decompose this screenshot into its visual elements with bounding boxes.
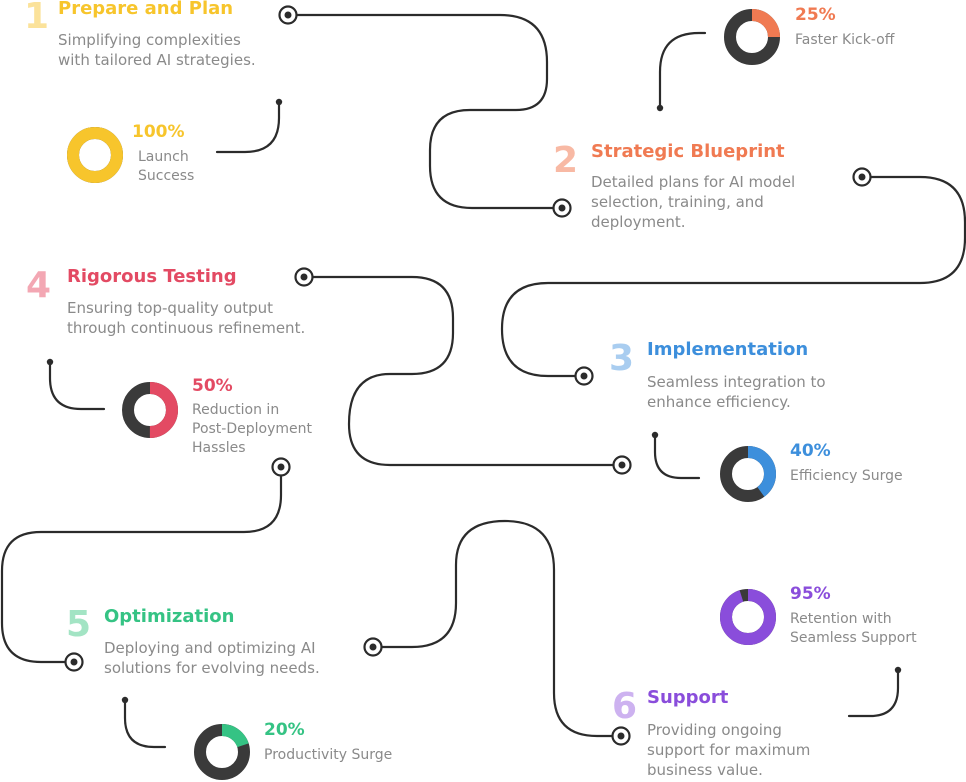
step-title: Implementation bbox=[647, 339, 809, 360]
description-line: with tailored AI strategies. bbox=[58, 51, 256, 69]
step-number: 5 bbox=[66, 604, 92, 645]
branch-end-dot bbox=[651, 431, 659, 439]
donut-chart-2 bbox=[724, 9, 780, 65]
stat-label-line: Retention with bbox=[790, 611, 892, 627]
step-number: 4 bbox=[26, 265, 52, 306]
description-line: support for maximum bbox=[647, 741, 811, 759]
step-description: Ensuring top-quality output through conti… bbox=[67, 298, 367, 338]
branch-end-dot bbox=[275, 98, 283, 106]
description-line: Providing ongoing bbox=[647, 721, 782, 739]
description-line: deployment. bbox=[591, 213, 686, 231]
stat-value: 25% bbox=[795, 5, 836, 25]
stat-label-line: Reduction in bbox=[192, 402, 280, 418]
description-line: selection, training, and bbox=[591, 193, 764, 211]
stat-label: Faster Kick-off bbox=[795, 31, 894, 50]
stat-value: 95% bbox=[790, 584, 831, 604]
donut-chart-3 bbox=[720, 446, 776, 502]
path-node bbox=[612, 455, 632, 475]
donut-fill bbox=[724, 9, 780, 65]
connector-1-2 bbox=[286, 13, 564, 210]
description-line: solutions for evolving needs. bbox=[104, 659, 320, 677]
step-description: Deploying and optimizing AI solutions for… bbox=[104, 638, 404, 678]
step-description: Providing ongoing support for maximum busi… bbox=[647, 720, 947, 780]
step-description: Seamless integration to enhance efficienc… bbox=[647, 372, 947, 412]
stat-value: 40% bbox=[790, 441, 831, 461]
step-number: 2 bbox=[553, 140, 579, 181]
connector-3-4 bbox=[302, 275, 624, 467]
step-title: Rigorous Testing bbox=[67, 266, 237, 287]
path-node bbox=[64, 652, 84, 672]
donut-chart-6 bbox=[720, 589, 776, 645]
path-node bbox=[552, 198, 572, 218]
donut-fill bbox=[720, 446, 776, 502]
description-line: Deploying and optimizing AI bbox=[104, 639, 316, 657]
donut-chart-5 bbox=[194, 724, 250, 780]
stat-label-line: Success bbox=[138, 168, 195, 184]
branch-stat-1 bbox=[215, 100, 281, 154]
branch-end-dot bbox=[121, 696, 129, 704]
step-description: Simplifying complexities with tailored AI… bbox=[58, 30, 358, 70]
step-title: Optimization bbox=[104, 606, 235, 627]
description-line: Ensuring top-quality output bbox=[67, 299, 273, 317]
donut-chart-1 bbox=[67, 127, 123, 183]
branch-end-dot bbox=[46, 358, 54, 366]
connector-4-5 bbox=[0, 465, 283, 664]
branch-stat-6 bbox=[847, 668, 900, 718]
donut-fill bbox=[67, 127, 123, 183]
stat-value: 50% bbox=[192, 376, 233, 396]
stat-value: 100% bbox=[132, 122, 185, 142]
step-title: Support bbox=[647, 687, 729, 708]
description-line: Seamless integration to bbox=[647, 373, 826, 391]
step-title: Strategic Blueprint bbox=[591, 141, 785, 162]
stat-label-line: Launch bbox=[138, 149, 189, 165]
stat-label-line: Productivity Surge bbox=[264, 747, 393, 763]
donut-fill bbox=[194, 724, 250, 780]
branch-end-dot bbox=[656, 104, 664, 112]
path-node bbox=[271, 457, 291, 477]
step-title: Prepare and Plan bbox=[58, 0, 234, 19]
stat-label-line: Faster Kick-off bbox=[795, 32, 895, 48]
branch-stat-4 bbox=[48, 360, 106, 411]
connector-2-3 bbox=[500, 175, 966, 378]
description-line: business value. bbox=[647, 761, 763, 779]
stat-value: 20% bbox=[264, 720, 305, 740]
description-line: Detailed plans for AI model bbox=[591, 173, 796, 191]
stat-label-line: Post-Deployment bbox=[192, 421, 312, 437]
path-node bbox=[611, 726, 631, 746]
step-number: 3 bbox=[609, 338, 635, 379]
branch-stat-3 bbox=[653, 433, 701, 480]
donut-chart-4 bbox=[122, 382, 178, 438]
connector-5-6 bbox=[371, 519, 623, 738]
path-node bbox=[294, 267, 314, 287]
description-line: through continuous refinement. bbox=[67, 319, 306, 337]
stat-label: Efficiency Surge bbox=[790, 467, 903, 486]
step-description: Detailed plans for AI model selection, tr… bbox=[591, 172, 891, 232]
path-node bbox=[852, 167, 872, 187]
step-number: 6 bbox=[612, 686, 638, 727]
description-line: Simplifying complexities bbox=[58, 31, 241, 49]
donut-fill bbox=[720, 589, 776, 645]
path-node bbox=[574, 366, 594, 386]
path-node bbox=[278, 5, 298, 25]
description-line: enhance efficiency. bbox=[647, 393, 791, 411]
stat-label: Productivity Surge bbox=[264, 746, 392, 765]
stat-label-line: Efficiency Surge bbox=[790, 468, 903, 484]
branch-stat-5 bbox=[123, 698, 167, 749]
step-number: 1 bbox=[24, 0, 50, 37]
stat-label-line: Seamless Support bbox=[790, 630, 917, 646]
path-node bbox=[363, 637, 383, 657]
branch-end-dot bbox=[894, 666, 902, 674]
branch-stat-2 bbox=[658, 31, 707, 110]
stat-label-line: Hassles bbox=[192, 440, 246, 456]
donut-fill bbox=[122, 382, 178, 438]
